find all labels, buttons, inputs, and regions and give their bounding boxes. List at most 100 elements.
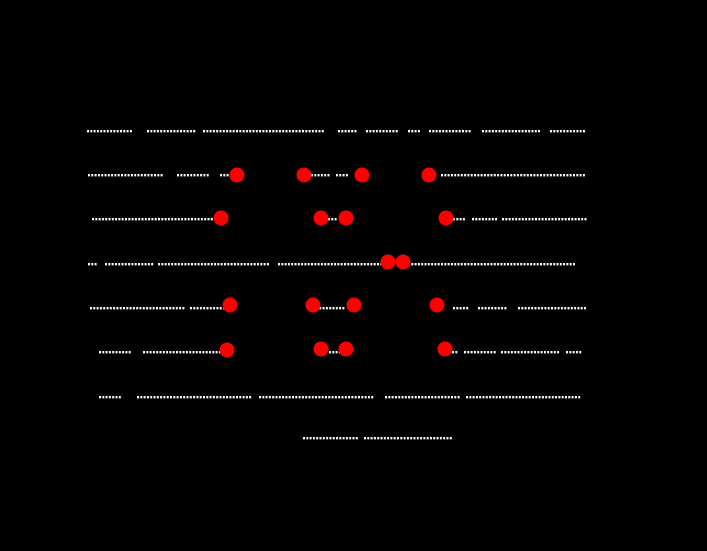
dot [229,130,232,133]
dot [172,351,175,354]
dot [169,351,172,354]
dot [548,218,551,221]
dot [158,263,160,266]
dot [319,307,322,310]
dot [480,263,483,266]
dot [281,263,284,266]
dot [345,174,348,177]
dot [219,130,222,133]
dot [450,263,453,266]
dot [202,351,205,354]
dot [485,130,488,133]
dot [154,218,157,221]
dot [96,130,99,133]
dot [217,263,220,266]
dot [473,351,476,354]
dot [240,263,243,266]
dot [255,130,258,133]
dot [447,263,450,266]
dot [287,263,290,266]
dot [92,218,94,221]
dot [467,263,470,266]
dot [527,351,530,354]
dot [96,307,99,310]
dot [190,174,193,177]
dot [215,351,218,354]
dot [140,396,143,399]
dot [462,218,465,221]
dot [497,174,500,177]
dot [110,130,113,133]
dot [479,396,482,399]
dot [367,437,370,440]
dot [548,396,551,399]
dot [553,351,556,354]
dot [259,130,262,133]
dot [282,130,285,133]
dot [383,437,386,440]
dot [285,130,288,133]
dot [530,263,533,266]
dot [173,130,176,133]
dot [432,130,435,133]
dot [480,351,483,354]
dot [544,218,547,221]
dot [553,174,556,177]
dot [584,218,587,221]
dot [549,174,552,177]
dot [161,263,164,266]
dot [454,174,457,177]
dot [487,351,490,354]
dot [285,396,288,399]
dot [177,174,179,177]
dot [570,307,573,310]
dot [455,130,458,133]
dot [115,218,118,221]
dot [568,218,570,221]
dot [163,130,166,133]
dot [543,174,546,177]
dot [161,218,164,221]
dot [224,263,226,266]
dot [308,130,311,133]
dot [551,218,554,221]
dot [491,130,494,133]
dot [104,174,107,177]
dot [524,351,527,354]
dot [183,396,186,399]
dot [487,174,490,177]
dot [351,130,354,133]
red-marker [438,210,454,226]
dot [232,396,235,399]
dot [167,263,170,266]
dot [146,396,149,399]
dot [298,130,301,133]
dot [541,396,544,399]
dot [518,130,521,133]
dot [186,174,189,177]
dot [353,263,356,266]
dot [303,437,305,440]
dot [431,396,434,399]
dot [108,218,111,221]
dot [426,437,429,440]
dot [450,174,453,177]
dot [467,174,470,177]
dot [324,263,327,266]
dot [160,396,163,399]
dot [561,218,564,221]
dot [265,130,268,133]
dot [123,130,126,133]
dot [394,396,397,399]
dot [516,174,519,177]
dot [564,218,567,221]
dot [483,263,486,266]
dot [373,437,376,440]
dot [525,396,528,399]
red-marker [429,297,445,313]
dot [495,396,498,399]
dot [143,396,146,399]
dot [337,263,340,266]
dot [547,307,550,310]
dot [318,130,321,133]
